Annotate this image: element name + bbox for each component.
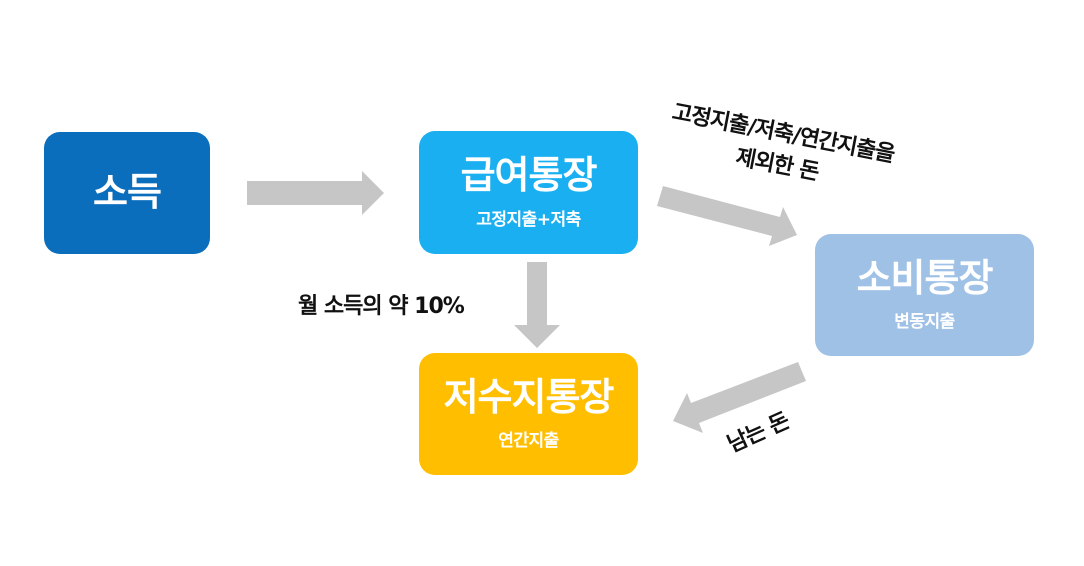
reservoir-account-subtitle: 연간지출 (498, 431, 559, 452)
arrow-salary-to-saving (514, 262, 560, 348)
income-node: 소득 (44, 132, 210, 254)
salary-to-saving-label: 월 소득의 약 10% (298, 294, 465, 319)
spending-account-subtitle: 변동지출 (894, 312, 955, 333)
salary-account-title: 급여통장 (460, 153, 598, 198)
income-title: 소득 (93, 170, 162, 215)
spending-account-node: 소비통장 변동지출 (815, 234, 1034, 356)
reservoir-account-title: 저수지통장 (443, 374, 615, 419)
spending-account-title: 소비통장 (856, 255, 994, 300)
arrow-income-to-salary (247, 171, 384, 215)
reservoir-account-node: 저수지통장 연간지출 (419, 353, 638, 475)
arrow-salary-to-spend (657, 186, 797, 246)
arrow-spend-to-saving (673, 362, 806, 433)
salary-account-subtitle: 고정지출+저축 (476, 209, 581, 230)
salary-account-node: 급여통장 고정지출+저축 (419, 131, 638, 254)
